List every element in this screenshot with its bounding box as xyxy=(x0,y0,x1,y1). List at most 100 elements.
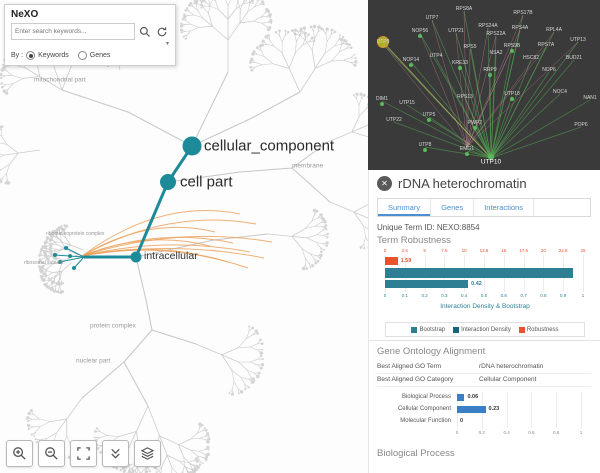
bottom-axis-tick: 0.9 xyxy=(560,293,567,298)
tab-interactions[interactable]: Interactions xyxy=(474,199,534,216)
gene-node-label[interactable]: RPS24A xyxy=(478,23,498,29)
bar-bootstrap xyxy=(385,268,574,278)
gene-node-label[interactable]: UTP15 xyxy=(399,100,415,106)
tab-genes[interactable]: Genes xyxy=(431,199,475,216)
collapse-all-button[interactable] xyxy=(102,440,129,467)
biological-process-heading: Biological Process xyxy=(377,448,455,459)
fit-to-screen-button[interactable] xyxy=(70,440,97,467)
gene-node-label[interactable]: DIM1 xyxy=(376,96,388,102)
gene-node-label[interactable]: NAN1 xyxy=(583,95,597,101)
tab-summary[interactable]: Summary xyxy=(378,199,432,216)
axis-tick: 0.6 xyxy=(528,430,535,435)
tree-node-label[interactable]: protein complex xyxy=(90,322,136,330)
gene-node-label[interactable]: UTP5 xyxy=(422,112,436,118)
bottom-axis-tick: 0.2 xyxy=(421,293,428,298)
zoom-in-button[interactable] xyxy=(6,440,33,467)
legend-item: Interaction Density xyxy=(453,326,511,333)
gene-node-label[interactable]: UTP8 xyxy=(418,142,432,148)
top-axis-tick: 5 xyxy=(423,248,426,253)
gene-node-label[interactable]: RPS5 xyxy=(463,44,477,50)
gene-node-label[interactable]: POP6 xyxy=(574,122,588,128)
gene-node-label[interactable]: UTP4 xyxy=(429,53,443,59)
refresh-icon[interactable] xyxy=(155,25,169,39)
bottom-axis-tick: 0.5 xyxy=(480,293,488,298)
tree-node-label[interactable]: cell part xyxy=(180,173,233,191)
gridline xyxy=(581,392,582,428)
gene-node-label[interactable]: UTP21 xyxy=(448,28,464,34)
gene-node-label[interactable]: EMG1 xyxy=(459,146,475,152)
search-by-label: By : xyxy=(11,52,24,59)
gene-node-label[interactable]: NOC4 xyxy=(553,89,567,95)
bottom-axis-tick: 0.4 xyxy=(461,293,468,298)
gene-node-label[interactable]: RPS13 xyxy=(457,94,473,100)
tree-node-label[interactable]: nuclear part xyxy=(76,357,111,365)
go-alignment-heading: Gene Ontology Alignment xyxy=(377,346,486,357)
gene-node-label[interactable]: UTP7 xyxy=(425,15,439,21)
go-chart-value: 0 xyxy=(460,418,464,424)
detail-tabs: Summary Genes Interactions xyxy=(377,198,591,217)
go-category-label: Best Aligned GO Category xyxy=(377,376,454,383)
bar-interaction-density xyxy=(385,280,469,288)
gene-node-label[interactable]: NOP6 xyxy=(542,67,556,73)
search-input[interactable] xyxy=(11,23,135,40)
gene-node-label[interactable]: NOP56 xyxy=(411,28,429,34)
gene-node-label[interactable]: UTP9 xyxy=(376,39,390,45)
radio-keywords-label[interactable]: Keywords xyxy=(38,52,69,59)
go-chart-category: Molecular Function xyxy=(400,418,451,424)
gene-node-label[interactable]: BUD21 xyxy=(565,55,583,61)
radio-genes[interactable] xyxy=(77,51,87,60)
top-axis-tick: 0 xyxy=(383,248,387,253)
legend-item: Bootstrap xyxy=(411,326,445,333)
radio-genes-label[interactable]: Genes xyxy=(89,52,111,59)
gene-node-label[interactable]: RRP9 xyxy=(483,67,497,73)
bar-robustness xyxy=(385,257,398,265)
bar-value-label: 0.42 xyxy=(471,281,482,287)
gene-node-label[interactable]: RPS7A xyxy=(537,42,555,48)
network-graphic xyxy=(377,10,591,160)
robustness-heading: Term Robustness xyxy=(377,235,451,246)
tree-node-label[interactable]: ribosomal subunit xyxy=(24,260,64,266)
gene-node-label[interactable]: UTP18 xyxy=(504,91,520,97)
go-term-label: Best Aligned GO Term xyxy=(377,363,442,370)
bottom-axis-tick: 0.7 xyxy=(520,293,527,298)
gene-node-label[interactable]: UTP10 xyxy=(480,158,502,166)
go-chart-category: Biological Process xyxy=(401,394,451,400)
radio-keywords[interactable] xyxy=(26,51,36,60)
gene-node-label[interactable]: UTP13 xyxy=(570,37,586,43)
tree-node-label[interactable]: membrane xyxy=(292,162,324,170)
tree-node-label[interactable]: cellular_component xyxy=(204,137,335,155)
gene-node-label[interactable]: RPS22A xyxy=(486,31,506,37)
top-axis-tick: 20 xyxy=(540,248,546,253)
gene-node-label[interactable]: HSC82 xyxy=(522,55,540,61)
legend-swatch-icon xyxy=(453,326,460,333)
interaction-network-panel[interactable]: UTP9 UTP7 RPS8A RPS17B NOP56 UTP21 RPS24A RPS22… xyxy=(368,0,600,170)
gene-node-label[interactable]: UTP22 xyxy=(386,117,402,123)
gene-node-label[interactable]: PWP2 xyxy=(467,120,483,126)
tree-node-label[interactable]: ribonucleoprotein complex xyxy=(46,231,105,237)
zoom-out-button[interactable] xyxy=(38,440,65,467)
gene-node-label[interactable]: KRE33 xyxy=(452,60,468,66)
bottom-axis-tick: 0.1 xyxy=(401,293,408,298)
chevron-down-icon[interactable]: ▾ xyxy=(165,41,169,47)
axis-tick: 0 xyxy=(455,430,459,435)
axis-tick: 0.2 xyxy=(478,430,485,435)
close-icon[interactable]: ✕ xyxy=(377,176,392,191)
bottom-axis-tick: 1 xyxy=(581,293,585,298)
gene-node-label[interactable]: RPS8A xyxy=(455,6,473,12)
search-icon[interactable] xyxy=(138,25,152,39)
gene-node-label[interactable]: RPS17B xyxy=(513,10,533,16)
go-chart-value: 0.23 xyxy=(488,406,500,412)
layers-button[interactable] xyxy=(134,440,161,467)
gene-node-label[interactable]: RPS9B xyxy=(503,43,521,49)
tree-node-label[interactable]: intracellular xyxy=(144,250,198,262)
go-chart-category: Cellular Component xyxy=(397,406,451,412)
gene-node-label[interactable]: NSA2 xyxy=(489,50,503,56)
tree-node-label[interactable]: mitochondrial part xyxy=(34,76,86,84)
gene-node-label[interactable]: RPS4A xyxy=(511,25,529,31)
go-chart-bar xyxy=(457,406,486,413)
gene-node-label[interactable]: NOP14 xyxy=(402,57,420,63)
gene-node-label[interactable]: RPL4A xyxy=(546,27,562,33)
